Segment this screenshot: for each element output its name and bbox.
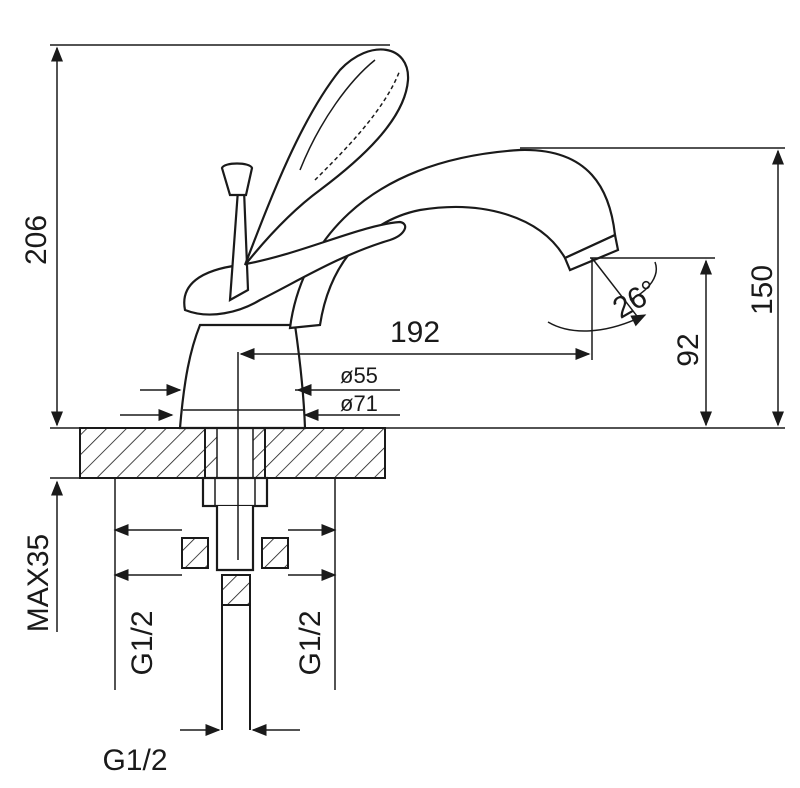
dim-thread-bottom: G1/2 — [102, 744, 167, 777]
dim-spout-reach: 192 — [390, 316, 440, 349]
mounting-shank — [181, 476, 289, 730]
dimension-lines — [50, 44, 785, 736]
dim-thread-left: G1/2 — [126, 610, 159, 675]
hand-shower — [243, 48, 410, 266]
dim-diameter-outer: ø71 — [340, 391, 378, 416]
dim-max-deck: MAX35 — [22, 534, 55, 632]
dim-spout-height: 150 — [746, 265, 779, 315]
dim-diameter-inner: ø55 — [340, 363, 378, 388]
deck-section — [79, 427, 386, 479]
dim-spout-angle: 26° — [607, 274, 663, 325]
faucet-body — [178, 148, 620, 430]
dim-outlet-height: 92 — [672, 333, 705, 366]
dim-total-height: 206 — [20, 215, 53, 265]
dim-thread-right: G1/2 — [294, 610, 327, 675]
